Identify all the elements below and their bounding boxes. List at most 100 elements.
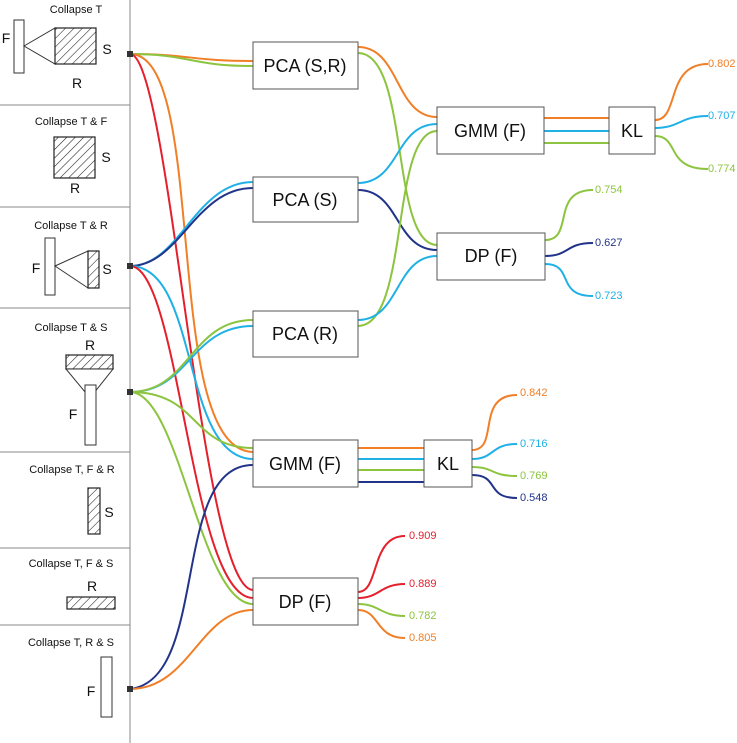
wire-orange: [357, 46, 438, 118]
wire-cyan: [357, 255, 438, 321]
f-axis-shape: [44, 237, 56, 296]
projection-shape: [64, 368, 115, 399]
wire-cyan: [129, 265, 254, 460]
score-value: 0.889: [409, 578, 437, 590]
score-value: 0.782: [409, 610, 437, 622]
wire-green: [471, 466, 518, 477]
source-node: [127, 686, 133, 692]
axis-label-r: R: [85, 337, 95, 353]
f-axis-shape: [84, 384, 97, 446]
wire-green: [129, 391, 254, 449]
wire-cyan: [471, 443, 518, 460]
score-value: 0.707: [708, 110, 736, 122]
score-value: 0.627: [595, 237, 623, 249]
scores-dp-upper: 0.754 0.627 0.723: [595, 184, 623, 302]
connector-wires: [129, 46, 709, 690]
scores-dp-lower: 0.909 0.889 0.782 0.805: [409, 530, 437, 644]
wire-green: [357, 603, 406, 617]
box-pca-s-r: PCA (S,R): [252, 41, 359, 90]
score-value: 0.909: [409, 530, 437, 542]
projection-shape: [53, 250, 89, 289]
score-value: 0.548: [520, 492, 548, 504]
wire-navy: [357, 189, 438, 251]
panel-collapse-t-f: Collapse T & F S R: [35, 116, 111, 196]
axis-label-s: S: [102, 41, 111, 57]
box-pca-s: PCA (S): [252, 176, 359, 223]
wire-orange: [654, 63, 709, 121]
box-pca-r: PCA (R): [252, 310, 359, 358]
wire-green: [544, 189, 594, 241]
source-node: [127, 51, 133, 57]
score-value: 0.842: [520, 387, 548, 399]
wire-green: [654, 135, 709, 170]
box-dp-f-lower: DP (F): [252, 577, 359, 626]
axis-label-f: F: [87, 683, 96, 699]
wire-green: [357, 130, 438, 327]
wire-orange: [129, 609, 254, 690]
collapse-panels: Collapse T F S R Collapse T & F S R Coll…: [0, 0, 131, 743]
wire-orange: [357, 609, 406, 639]
axis-label-f: F: [69, 406, 78, 422]
source-nodes: [127, 51, 133, 692]
source-node: [127, 263, 133, 269]
box-gmm-f-upper: GMM (F): [436, 106, 545, 155]
panel-title: Collapse T: [50, 4, 103, 16]
wire-green: [129, 319, 254, 393]
wire-cyan: [357, 123, 438, 184]
wire-cyan: [544, 263, 594, 297]
box-label: GMM (F): [454, 121, 526, 141]
score-value: 0.754: [595, 184, 623, 196]
panel-collapse-t-r-s: Collapse T, R & S F: [28, 637, 114, 718]
axis-label-r: R: [70, 180, 80, 196]
wire-navy: [129, 464, 254, 690]
box-label: PCA (S): [272, 190, 337, 210]
collapsed-block-shape: [87, 487, 101, 535]
wire-navy: [129, 187, 254, 267]
panel-collapse-t-f-r: Collapse T, F & R S: [29, 464, 115, 535]
panel-collapse-t: Collapse T F S R: [2, 4, 112, 91]
source-node: [127, 389, 133, 395]
collapsed-block-shape: [65, 354, 114, 370]
panel-collapse-t-f-s: Collapse T, F & S R: [29, 558, 116, 610]
scores-kl-upper: 0.802 0.707 0.774: [708, 58, 736, 175]
axis-label-f: F: [32, 260, 41, 276]
wire-red: [129, 265, 254, 599]
wire-red: [357, 583, 406, 599]
f-axis-shape: [100, 656, 113, 718]
axis-label-r: R: [72, 75, 82, 91]
axis-label-r: R: [87, 578, 97, 594]
wire-orange: [129, 53, 254, 453]
score-value: 0.723: [595, 290, 623, 302]
box-dp-f-upper: DP (F): [436, 232, 546, 281]
wire-red: [129, 53, 254, 591]
wire-orange: [471, 394, 518, 451]
collapsed-block-shape: [53, 136, 96, 179]
box-label: DP (F): [279, 592, 332, 612]
score-value: 0.805: [409, 632, 437, 644]
box-kl-lower: KL: [423, 439, 473, 488]
box-label: DP (F): [465, 246, 518, 266]
panel-collapse-t-s: Collapse T & S R F: [35, 322, 115, 446]
wire-navy: [471, 474, 518, 499]
axis-label-s: S: [102, 261, 111, 277]
axis-label-f: F: [2, 30, 11, 46]
box-label: KL: [437, 454, 459, 474]
box-label: PCA (R): [272, 324, 338, 344]
panel-collapse-t-r: Collapse T & R F S: [32, 220, 112, 296]
wire-red: [357, 535, 406, 593]
collapsed-block-shape: [54, 27, 97, 65]
box-gmm-f-lower: GMM (F): [252, 439, 359, 488]
panel-title: Collapse T, F & S: [29, 558, 114, 570]
wire-cyan: [129, 325, 254, 393]
box-label: PCA (S,R): [263, 56, 346, 76]
collapsed-block-shape: [66, 596, 116, 610]
f-axis-shape: [13, 19, 25, 74]
scores-kl-lower: 0.842 0.716 0.769 0.548: [520, 387, 548, 504]
panel-title: Collapse T, R & S: [28, 637, 114, 649]
score-value: 0.716: [520, 438, 548, 450]
panel-title: Collapse T & F: [35, 116, 108, 128]
wire-green: [129, 53, 254, 67]
box-kl-upper: KL: [608, 106, 656, 155]
box-label: KL: [621, 121, 643, 141]
